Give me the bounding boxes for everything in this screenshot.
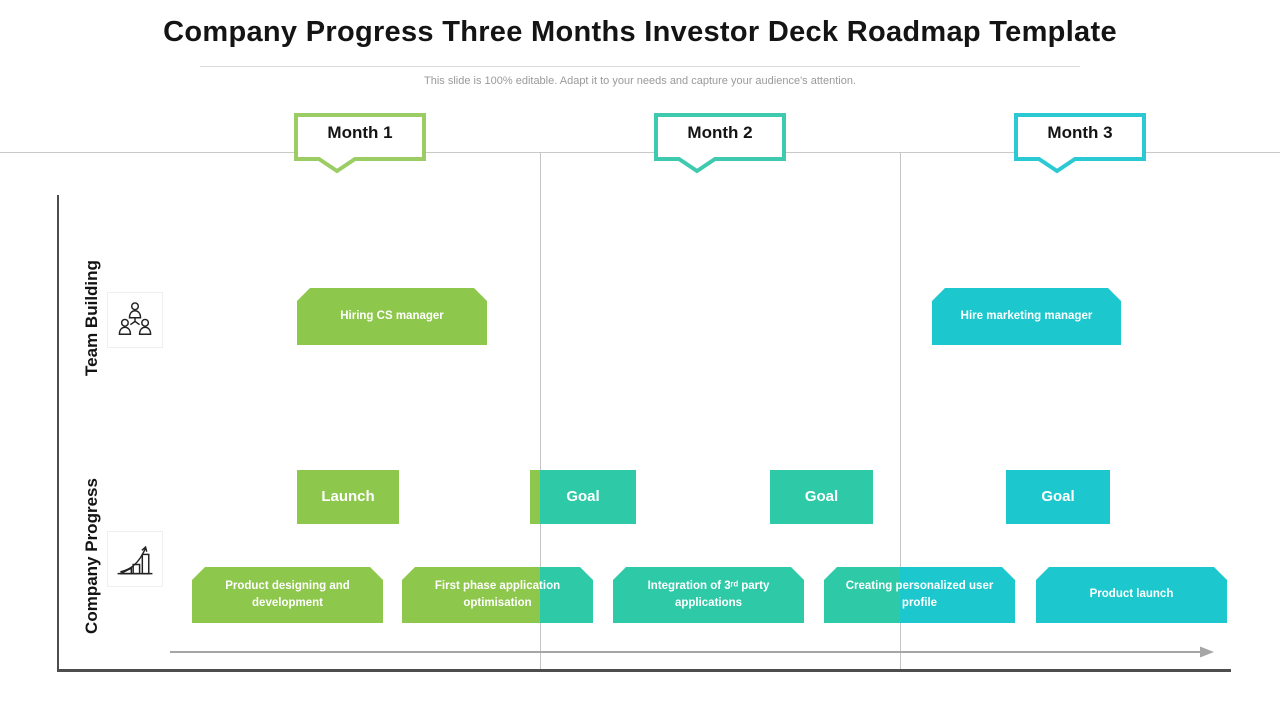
milestone-goal-1: Goal: [530, 470, 636, 524]
row-label-company-progress: Company Progress: [82, 478, 101, 634]
month3-divider-line: [900, 152, 901, 670]
chart-x-axis-line: [57, 669, 1231, 672]
month-2-label: Month 2: [687, 123, 753, 142]
task-label: First phase application optimisation: [434, 579, 561, 609]
milestone-label: Goal: [804, 487, 839, 505]
task-label: Product launch: [1089, 588, 1174, 601]
org-chart-people-icon: [118, 302, 152, 335]
company-progress-icon-box: [107, 531, 163, 587]
team-building-icon-box: [107, 292, 163, 348]
task-product-designing-development: Product designing and development: [192, 567, 383, 623]
timeline-baseline: [0, 152, 1280, 153]
month2-divider-line: [540, 152, 541, 670]
arrowhead-icon: [1200, 646, 1214, 658]
timeline-arrow: [170, 646, 1214, 658]
task-product-launch: Product launch: [1036, 567, 1227, 623]
task-creating-personalized-user-profile: Creating personalized user profile: [824, 567, 1015, 623]
task-first-phase-application-optimisation: First phase application optimisation: [402, 567, 593, 623]
task-label: Hiring CS manager: [340, 309, 444, 322]
milestone-label: Goal: [566, 487, 600, 505]
month-2-banner: Month 2: [653, 112, 787, 176]
milestone-goal-3: Goal: [1006, 470, 1110, 524]
milestone-launch: Launch: [297, 470, 399, 524]
milestone-label: Goal: [1041, 487, 1075, 505]
title-divider: [200, 66, 1080, 67]
growth-chart-icon: [117, 545, 153, 575]
task-label: Creating personalized user profile: [845, 579, 994, 609]
banner-ribbon-shape: [654, 113, 786, 174]
task-label: Integration of 3ʳᵈ party applications: [647, 579, 770, 609]
chart-y-axis-line: [57, 195, 59, 670]
month-1-banner: Month 1: [293, 112, 427, 176]
month-1-label: Month 1: [327, 123, 393, 142]
page-title: Company Progress Three Months Investor D…: [163, 16, 1117, 48]
task-label: Hire marketing manager: [960, 309, 1093, 322]
task-label: Product designing and development: [225, 579, 350, 609]
row-label-team-building: Team Building: [82, 260, 101, 376]
milestone-goal-2: Goal: [770, 470, 873, 524]
task-integration-third-party-applications: Integration of 3ʳᵈ party applications: [613, 567, 804, 623]
month-3-banner: Month 3: [1013, 112, 1147, 176]
month-3-label: Month 3: [1047, 123, 1113, 142]
slide-subtitle: This slide is 100% editable. Adapt it to…: [424, 75, 856, 87]
task-hiring-cs-manager: Hiring CS manager: [297, 288, 487, 345]
task-hire-marketing-manager: Hire marketing manager: [932, 288, 1121, 345]
banner-ribbon-shape: [1014, 113, 1146, 174]
banner-ribbon-shape: [294, 113, 426, 174]
milestone-label: Launch: [321, 487, 375, 505]
